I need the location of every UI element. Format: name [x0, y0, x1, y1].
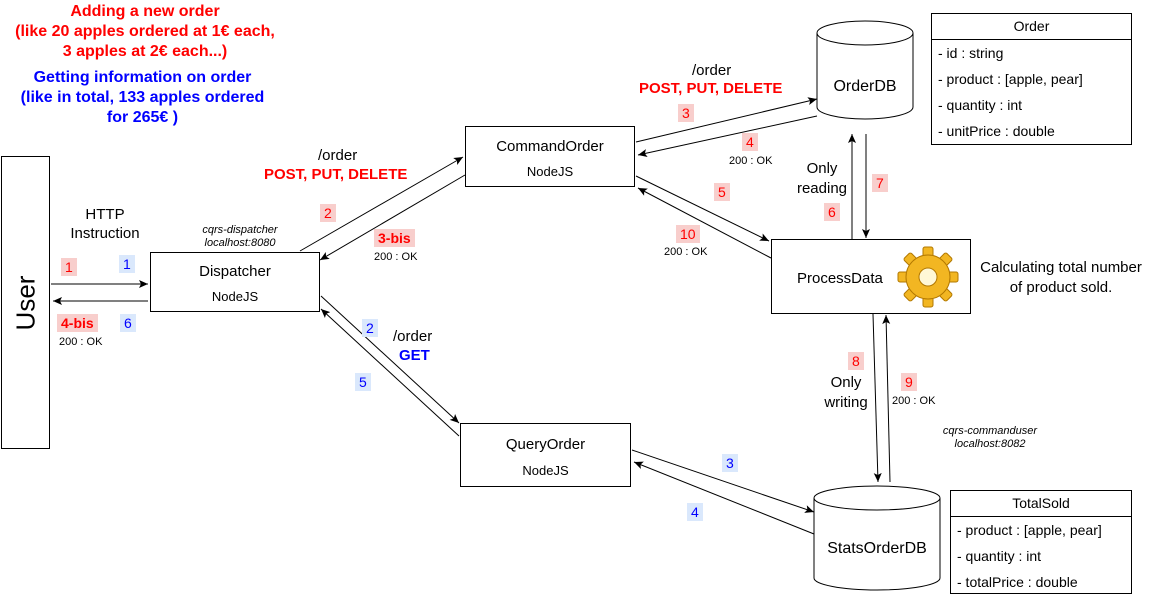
step-badge-red-8: 8	[848, 352, 864, 370]
step-badge-red-6: 6	[824, 203, 840, 221]
totalsold-class-name: TotalSold	[951, 491, 1131, 517]
step-badge-red-4: 4	[742, 133, 758, 151]
ok-label-4: 200 : OK	[729, 155, 773, 167]
edge-orderdb-to-commandorder	[637, 115, 818, 157]
ok-label-9: 200 : OK	[892, 395, 936, 407]
edge-processdata-to-commandorder	[637, 187, 772, 259]
step-badge-red-10: 10	[676, 225, 700, 243]
edge-processdata-to-statsdb	[872, 313, 882, 483]
route-order-query: /order	[393, 328, 433, 345]
processdata-title: ProcessData	[797, 270, 883, 287]
ok-label-3bis: 200 : OK	[374, 251, 418, 263]
edge-commandorder-to-processdata	[635, 175, 770, 242]
step-badge-red-7: 7	[872, 174, 888, 192]
dispatcher-sub: NodeJS	[211, 289, 259, 304]
step-badge-red-2: 2	[320, 204, 336, 222]
only-writing-line1: Only	[830, 374, 862, 391]
user-label: User	[10, 275, 40, 330]
methods-write-db: POST, PUT, DELETE	[639, 80, 783, 97]
step-badge-red-3: 3	[678, 104, 694, 122]
note-get-info: Getting information on order (like in to…	[0, 68, 285, 128]
dispatcher-host: cqrs-dispatcher localhost:8080	[192, 224, 288, 250]
edge-queryorder-to-dispatcher	[320, 308, 460, 437]
only-writing-line2: writing	[824, 394, 868, 411]
only-writing-label: Only writing	[814, 373, 878, 413]
dispatcher-title: Dispatcher	[199, 263, 271, 280]
orderdb-label: OrderDB	[833, 78, 897, 95]
note-new-order-line1: (like 20 apples ordered at 1€ each,	[15, 23, 275, 40]
commandorder-sub: NodeJS	[526, 164, 574, 179]
http-label-line1: HTTP	[85, 206, 125, 223]
commandorder-title: CommandOrder	[496, 138, 604, 155]
statsdb-label: StatsOrderDB	[827, 540, 927, 557]
edge-dispatcher-to-queryorder	[320, 295, 460, 424]
step-badge-blue-5: 5	[355, 373, 371, 391]
method-get: GET	[399, 347, 430, 364]
totalsold-field-totalprice: - totalPrice : double	[957, 574, 1078, 590]
queryorder-sub: NodeJS	[522, 463, 569, 478]
note-get-info-title: Getting information on order	[33, 69, 252, 86]
totalsold-field-quantity: - quantity : int	[957, 548, 1042, 564]
edge-dispatcher-to-commandorder	[299, 156, 464, 252]
order-field-id: - id : string	[938, 45, 1004, 61]
step-badge-blue-1: 1	[119, 255, 135, 273]
step-badge-blue-4: 4	[687, 503, 703, 521]
totalsold-class: TotalSold - product : [apple, pear] - qu…	[950, 490, 1132, 594]
user-actor[interactable]: User	[1, 156, 50, 449]
step-badge-red-9: 9	[901, 373, 917, 391]
note-get-info-line2: for 265€ )	[106, 109, 179, 126]
step-badge-blue-3: 3	[722, 454, 738, 472]
statsdb-cylinder	[813, 485, 941, 591]
step-badge-red-5: 5	[714, 183, 730, 201]
orderdb-cylinder	[816, 20, 914, 120]
calc-note: Calculating total number of product sold…	[966, 258, 1156, 298]
step-badge-blue-2: 2	[362, 319, 378, 337]
gear-icon	[897, 246, 959, 308]
processdata-host-port: localhost:8082	[954, 438, 1026, 450]
calc-note-line1: Calculating total number	[980, 259, 1142, 276]
processdata-node[interactable]: ProcessData	[771, 239, 971, 314]
calc-note-line2: of product sold.	[1009, 279, 1113, 296]
edge-commandorder-to-dispatcher	[319, 174, 466, 261]
processdata-host-name: cqrs-commanduser	[942, 425, 1038, 437]
route-order-command: /order	[318, 147, 358, 164]
order-field-quantity: - quantity : int	[938, 97, 1023, 113]
note-get-info-line1: (like in total, 133 apples ordered	[20, 89, 265, 106]
totalsold-field-product: - product : [apple, pear]	[957, 522, 1102, 538]
note-new-order: Adding a new order (like 20 apples order…	[0, 2, 290, 62]
route-order-db: /order	[692, 62, 732, 79]
ok-label-10: 200 : OK	[664, 246, 708, 258]
order-field-unitprice: - unitPrice : double	[938, 123, 1055, 139]
methods-write-command: POST, PUT, DELETE	[264, 166, 408, 183]
edge-commandorder-to-orderdb	[635, 97, 818, 143]
queryorder-title: QueryOrder	[505, 436, 586, 453]
processdata-host: cqrs-commanduser localhost:8082	[932, 425, 1048, 451]
dispatcher-node[interactable]: Dispatcher NodeJS	[150, 252, 320, 312]
dispatcher-host-port: localhost:8080	[204, 237, 276, 249]
dispatcher-host-name: cqrs-dispatcher	[202, 224, 278, 236]
http-label-line2: Instruction	[70, 225, 140, 242]
order-field-product: - product : [apple, pear]	[938, 71, 1083, 87]
edge-statsdb-to-queryorder	[633, 461, 815, 535]
http-instruction-label: HTTP Instruction	[62, 205, 148, 243]
order-class-name: Order	[932, 14, 1131, 40]
step-badge-red-4bis: 4-bis	[57, 314, 98, 332]
ok-label-user: 200 : OK	[59, 336, 103, 348]
step-badge-red-1: 1	[61, 258, 77, 276]
edge-queryorder-to-statsdb	[631, 449, 815, 513]
step-badge-blue-6: 6	[120, 314, 136, 332]
edge-statsdb-to-processdata	[882, 314, 891, 483]
order-class: Order - id : string - product : [apple, …	[931, 13, 1132, 145]
queryorder-node[interactable]: QueryOrder NodeJS	[460, 423, 631, 487]
note-new-order-line2: 3 apples at 2€ each...)	[62, 43, 228, 60]
only-reading-line1: Only	[806, 160, 838, 177]
only-reading-line2: reading	[796, 180, 848, 197]
only-reading-label: Only reading	[790, 159, 854, 199]
commandorder-node[interactable]: CommandOrder NodeJS	[465, 126, 635, 187]
note-new-order-title: Adding a new order	[70, 3, 220, 20]
step-badge-red-3bis: 3-bis	[374, 229, 415, 247]
